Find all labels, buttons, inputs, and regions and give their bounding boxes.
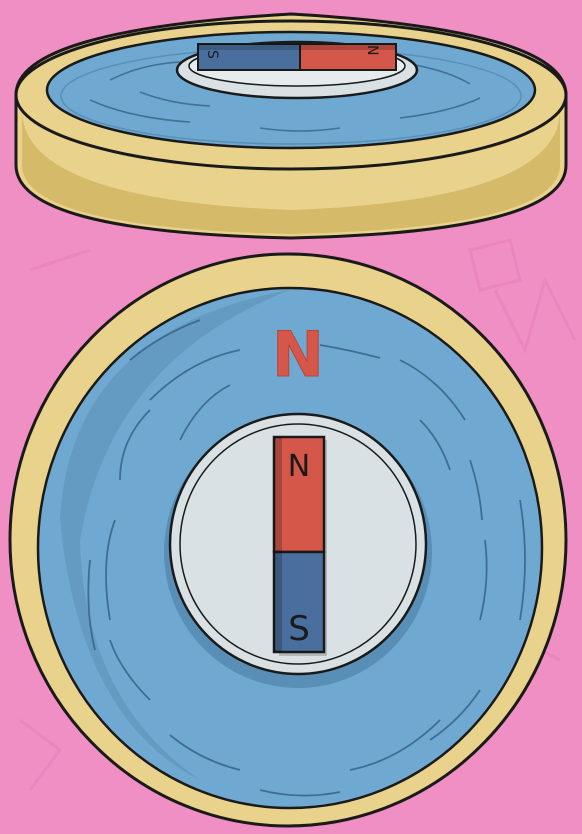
top-magnet-south-label: S — [288, 609, 310, 649]
side-magnet-south-label: S — [204, 50, 220, 59]
top-magnet-north-label: N — [288, 449, 310, 484]
top-view-dish: N S N — [10, 254, 566, 826]
side-view-dish: S N — [16, 14, 566, 238]
side-bar-magnet: S N — [198, 44, 396, 70]
top-bar-magnet: N S — [274, 437, 327, 656]
side-magnet-north-label: N — [364, 45, 380, 55]
north-direction-label: N — [272, 318, 324, 391]
